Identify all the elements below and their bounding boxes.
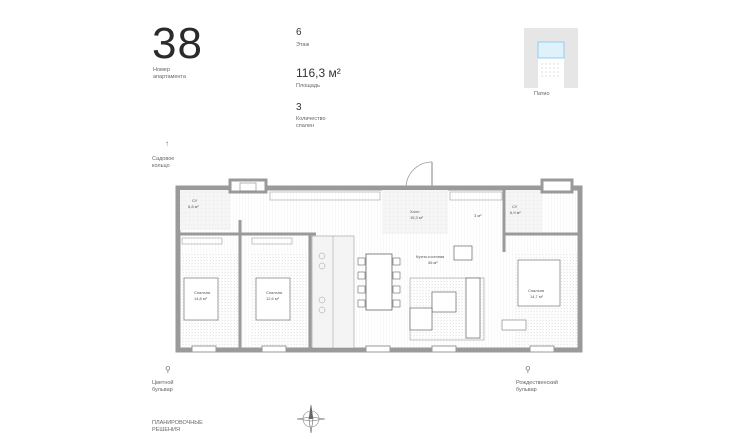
- minimap-patio-dots: [541, 63, 559, 77]
- wall-bump-left: [228, 178, 268, 194]
- compass-icon: [296, 404, 326, 434]
- bedrooms-label: Количество спален: [296, 116, 326, 130]
- room-label-kitchen-name: Кухня-гостиная: [416, 254, 444, 259]
- floor-plan: СУ 6,8 м² Спальня 14,8 м² Спальня 12,6 м…: [175, 161, 583, 353]
- arrow-up-icon: ↑: [165, 139, 169, 148]
- street-bottom-left-line1: Цветной: [152, 380, 174, 386]
- room-label-bed1-area: 14,8 м²: [194, 296, 208, 301]
- plan-title-line1: ПЛАНИРОВОЧНЫЕ: [152, 420, 203, 426]
- minimap-block-right: [564, 28, 578, 88]
- room-label-wc2-area: 6,9 м²: [510, 210, 521, 215]
- room-wc1: [180, 190, 230, 230]
- street-bottom-left: Цветной бульвар: [152, 380, 174, 394]
- minimap-highlight: [537, 41, 565, 59]
- bedrooms-label-line2: спален: [296, 123, 315, 129]
- street-bottom-left-line2: бульвар: [152, 387, 173, 393]
- apartment-number-label: Номер апартамента: [153, 67, 186, 81]
- room-label-wc1-name: СУ: [192, 198, 198, 203]
- bed-2: [255, 277, 291, 321]
- cabinet-left: [239, 182, 257, 192]
- room-label-bed1-name: Спальня: [194, 290, 210, 295]
- bed-1: [183, 277, 219, 321]
- dining-table: [365, 253, 393, 311]
- area-label: Площадь: [296, 83, 320, 89]
- desk: [501, 319, 527, 331]
- entrance-door-swing: [405, 161, 433, 189]
- room-label-hall-area: 15,3 м²: [410, 215, 424, 220]
- floor-value: 6: [296, 27, 302, 38]
- plan-title-line2: РЕШЕНИЯ: [152, 427, 180, 433]
- wardrobes-top: [181, 191, 503, 245]
- street-top-left-line2: кольцо: [152, 163, 170, 169]
- plan-title: ПЛАНИРОВОЧНЫЕ РЕШЕНИЯ: [152, 420, 203, 434]
- street-bottom-right: Рождественский бульвар: [516, 380, 558, 394]
- area-value: 116,3 м²: [296, 66, 341, 80]
- room-hall: [382, 190, 448, 234]
- pin-icon-right: ⚲: [525, 365, 531, 374]
- room-label-storage-area: 3 м²: [474, 213, 482, 218]
- minimap-label: Патио: [534, 91, 550, 97]
- room-label-bed2-name: Спальня: [266, 290, 282, 295]
- kitchen-cabinets: [318, 236, 334, 348]
- room-label-wc1-area: 6,8 м²: [188, 204, 199, 209]
- bedrooms-label-line1: Количество: [296, 116, 326, 122]
- bedrooms-value: 3: [296, 102, 302, 113]
- room-label-kitchen-area: 36 м²: [428, 260, 438, 265]
- street-top-left: Садовое кольцо: [152, 156, 174, 170]
- room-label-bed3-area: 14,7 м²: [530, 294, 544, 299]
- building-minimap: [524, 28, 578, 88]
- room-label-bed2-area: 12,6 м²: [266, 296, 280, 301]
- street-bottom-right-line1: Рождественский: [516, 380, 558, 386]
- wall-bump-right: [540, 178, 574, 194]
- armchair-top: [453, 245, 473, 261]
- room-wc2: [506, 190, 542, 232]
- sofa: [465, 277, 481, 339]
- pin-icon-left: ⚲: [165, 365, 171, 374]
- minimap-block-left: [524, 28, 538, 88]
- street-bottom-right-line2: бульвар: [516, 387, 537, 393]
- apartment-number-label-line2: апартамента: [153, 74, 186, 80]
- windows-bottom: [191, 345, 555, 353]
- apartment-number: 38: [152, 19, 203, 68]
- room-label-hall-name: Холл: [410, 209, 420, 214]
- room-label-wc2-name: СУ: [512, 204, 518, 209]
- bed-3: [517, 259, 561, 307]
- floor-label: Этаж: [296, 42, 310, 48]
- dining-chairs: [357, 257, 401, 308]
- apartment-number-label-line1: Номер: [153, 67, 170, 73]
- street-top-left-line1: Садовое: [152, 156, 175, 162]
- armchair: [409, 307, 433, 331]
- coffee-table: [431, 291, 457, 313]
- room-label-bed3-name: Спальня: [528, 288, 544, 293]
